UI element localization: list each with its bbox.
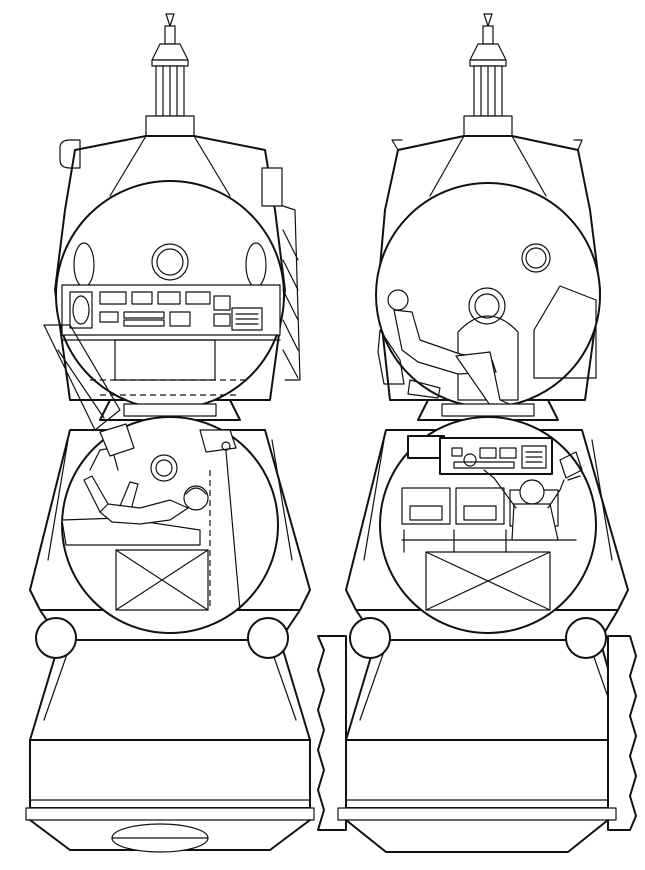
right-orbital-module [375, 135, 601, 413]
right-service-module [317, 609, 637, 853]
left-service-module [25, 609, 315, 853]
left-orbital-module [54, 135, 301, 410]
right-crew-couches [401, 487, 577, 611]
left-cutaway-view [25, 13, 315, 853]
right-control-console [407, 435, 553, 475]
right-top-antenna [463, 13, 513, 137]
left-cosmonaut-figure [83, 423, 209, 525]
right-descent-module [345, 416, 629, 634]
left-top-antenna [145, 13, 195, 137]
right-cutaway-view [317, 13, 637, 853]
right-descent-crew-figure [483, 469, 565, 541]
left-instrument-panel [61, 284, 281, 396]
left-descent-module [29, 416, 311, 634]
left-hatch-neck [43, 324, 241, 431]
